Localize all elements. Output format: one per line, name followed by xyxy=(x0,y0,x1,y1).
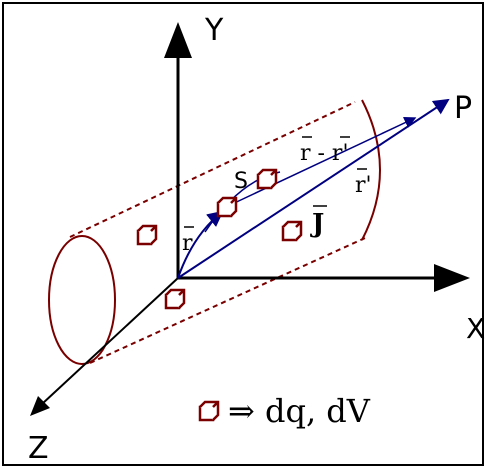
legend-cube-icon xyxy=(198,400,220,422)
x-axis-arrowhead xyxy=(434,264,470,292)
z-axis-label: Z xyxy=(28,431,49,466)
vector-overbars xyxy=(184,136,367,228)
cube-icon xyxy=(136,224,158,246)
y-axis-arrowhead xyxy=(164,22,192,58)
cylinder-bottom-edge xyxy=(89,237,366,364)
cube-icon xyxy=(256,168,278,190)
cylinder xyxy=(48,99,381,365)
cylinder-left-end xyxy=(48,235,116,365)
vector-to-point-p xyxy=(177,98,450,279)
cube-icon xyxy=(164,288,186,310)
x-axis-label: X xyxy=(466,312,485,345)
cylinder-right-end xyxy=(361,99,381,241)
vector-r-minus-r-prime-label: r - r' xyxy=(300,141,349,166)
cylinder-top-edge xyxy=(69,101,356,238)
vector-r-prime-label: r' xyxy=(355,173,372,198)
y-axis-label: Y xyxy=(204,13,224,48)
point-p-label: P xyxy=(454,91,472,126)
legend-text: ⇒ dq, dV xyxy=(228,392,371,430)
z-axis xyxy=(41,277,179,405)
vector-r-minus-r-prime xyxy=(227,117,417,207)
vectors xyxy=(177,98,450,279)
axes xyxy=(30,22,470,416)
current-density-label: J xyxy=(310,209,324,239)
cube-icon xyxy=(281,220,303,242)
volume-elements xyxy=(136,168,303,422)
path-s-label: S xyxy=(234,169,248,194)
cube-icon xyxy=(216,196,238,218)
vector-r-label: r xyxy=(182,231,193,256)
z-axis-arrowhead xyxy=(30,396,50,416)
